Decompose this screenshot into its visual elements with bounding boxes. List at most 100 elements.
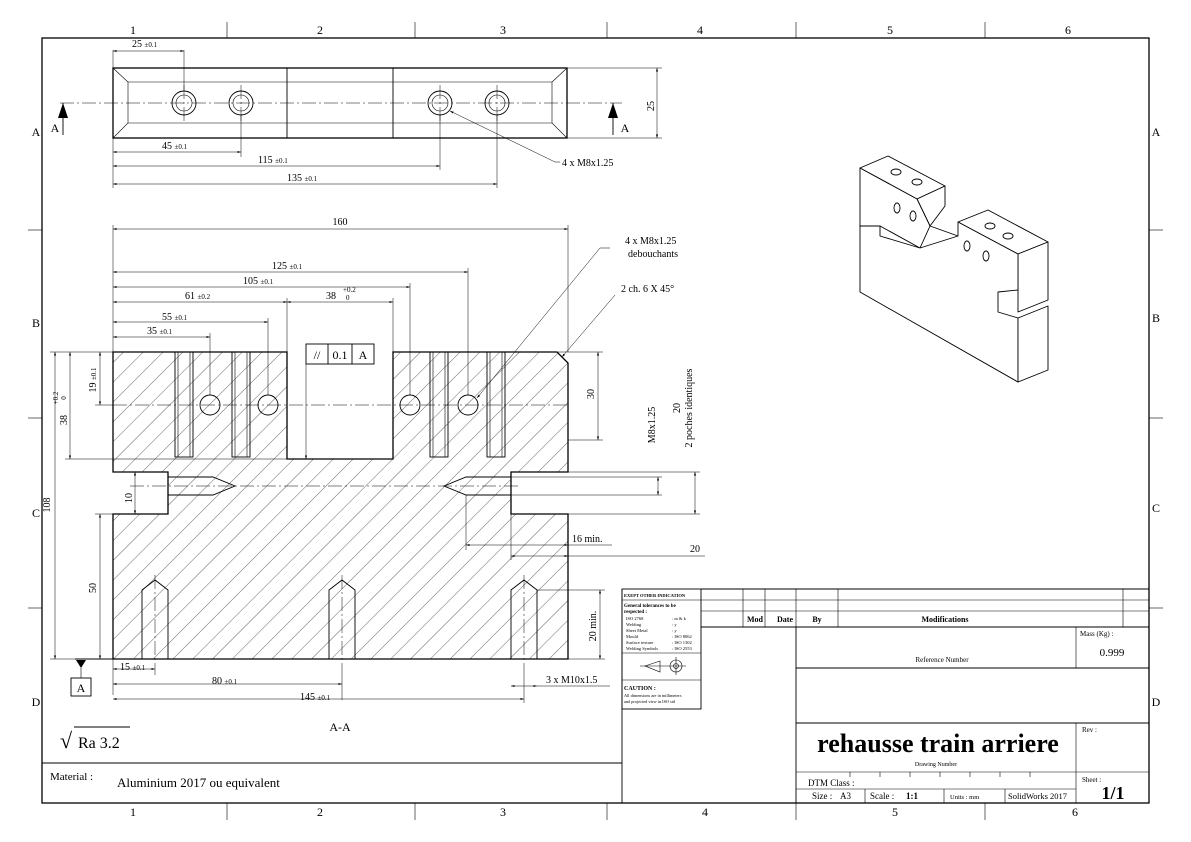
col-label-bottom-2: 2 — [317, 805, 323, 819]
section-left-dimensions: 108 38 +0.2 0 19 ±0.1 10 50 — [42, 351, 287, 660]
reference-number-label: Reference Number — [915, 656, 969, 664]
dim-30: 30 — [586, 389, 597, 399]
dim-125: 125 ±0.1 — [272, 261, 303, 272]
roughness-check-icon: √ — [60, 728, 73, 753]
col-label-bottom-5: 5 — [892, 805, 898, 819]
col-label-top-3: 3 — [500, 23, 506, 37]
dim-115: 115 ±0.1 — [258, 155, 288, 166]
dim-16-min: 16 min. — [572, 534, 603, 545]
dim-38-tol-upper: +0.2 — [343, 286, 356, 294]
zone-labels: 1 2 3 4 5 6 1 2 3 4 5 6 A B C D A B C D — [32, 23, 1161, 819]
col-label-top-5: 5 — [887, 23, 893, 37]
row-label-right-d: D — [1152, 695, 1161, 709]
caution-title: CAUTION : — [624, 686, 656, 692]
dim-108: 108 — [42, 498, 53, 513]
dim-38-vertical: 38 — [59, 415, 70, 425]
date-column-header: Date — [777, 615, 793, 624]
tolerance-value: 0.1 — [333, 348, 348, 362]
note-row-label: Welding Symbols — [626, 646, 658, 651]
top-view: A A 25 ±0.1 45 ±0.1 115 ±0.1 135 ±0.1 25… — [51, 39, 662, 188]
caution-line-2: and projected view in ISO std — [624, 699, 676, 704]
roughness-symbol: √ Ra 3.2 — [60, 726, 130, 753]
note-row-label: Welding — [626, 622, 642, 627]
sheet-label: Sheet : — [1082, 776, 1101, 784]
note-row-value: : ISO 1302 — [672, 640, 692, 645]
bottom-tapped-holes — [141, 575, 538, 665]
mod-column-header: Mod — [747, 615, 764, 624]
dim-38: 38 — [326, 291, 336, 302]
section-arrow-label-right: A — [621, 121, 630, 135]
row-label-left-b: B — [32, 316, 40, 330]
material-value: Aluminium 2017 ou equivalent — [117, 775, 280, 790]
rev-label: Rev : — [1082, 726, 1097, 734]
dim-38-vertical-tol-lower: 0 — [60, 396, 68, 400]
units-label: Units : mm — [950, 794, 979, 801]
inner-border — [41, 37, 1150, 804]
mass-value: 0.999 — [1100, 647, 1125, 659]
dim-160: 160 — [333, 217, 348, 228]
note-row-value: : y — [672, 622, 677, 627]
isometric-view — [859, 155, 1049, 383]
tolerance-datum: A — [359, 348, 368, 362]
row-label-right-b: B — [1152, 311, 1160, 325]
dim-145: 145 ±0.1 — [300, 692, 331, 703]
dim-80: 80 ±0.1 — [212, 676, 238, 687]
thread-note-line-1: 4 x M8x1.25 — [625, 236, 676, 247]
roughness-value: Ra 3.2 — [78, 735, 120, 752]
chamfer-note: 2 ch. 6 X 45° — [621, 284, 674, 295]
note-row-label: ISO 2768 — [626, 616, 644, 621]
thread-note-line-2: debouchants — [628, 249, 678, 260]
sheet-frame — [28, 22, 1163, 820]
dim-25-top: 25 ±0.1 — [132, 39, 158, 50]
dim-61: 61 ±0.2 — [185, 291, 211, 302]
top-tapped-holes — [174, 351, 506, 458]
row-label-right-c: C — [1152, 501, 1160, 515]
mass-label: Mass (Kg) : — [1080, 630, 1113, 638]
dim-19: 19 ±0.1 — [88, 367, 99, 393]
title-block: Mod Date By Modifications Mass (Kg) : 0.… — [621, 588, 1149, 803]
note-row-label: Sheet Metal — [626, 628, 648, 633]
note-row-value: : y — [672, 628, 677, 633]
software-label: SolidWorks 2017 — [1008, 791, 1067, 801]
dim-50: 50 — [88, 583, 99, 593]
dim-45: 45 ±0.1 — [162, 141, 188, 152]
col-label-top-1: 1 — [130, 23, 136, 37]
drawing-number-label: Drawing Number — [915, 762, 957, 768]
note-row-label: Surface texture — [626, 640, 653, 645]
drawing-title: rehausse train arriere — [817, 729, 1059, 758]
notes-line-2: respected : — [624, 610, 647, 615]
modifications-column-header: Modifications — [921, 615, 968, 624]
note-row-value: : ISO 8062 — [672, 634, 692, 639]
dtm-class-label: DTM Class : — [808, 778, 855, 788]
note-row-label: Mould — [626, 634, 639, 639]
sheet-value: 1/1 — [1101, 783, 1124, 803]
parallelism-tolerance-frame: // 0.1 A — [304, 343, 375, 459]
dim-m8: M8x1.25 — [647, 407, 658, 443]
col-label-top-4: 4 — [697, 23, 703, 37]
col-label-bottom-1: 1 — [130, 805, 136, 819]
section-hatched-body — [112, 351, 569, 660]
dim-55: 55 ±0.1 — [162, 312, 188, 323]
section-view: // 0.1 A 160 125 ±0.1 105 ±0.1 61 ±0.2 3… — [42, 217, 705, 734]
projection-symbol-icon — [640, 657, 686, 675]
top-thread-callout: 4 x M8x1.25 — [562, 158, 613, 169]
dim-height-25: 25 — [646, 101, 657, 111]
pockets-note: 2 poches identiques — [684, 368, 695, 447]
dim-m10: 3 x M10x1.5 — [546, 675, 597, 686]
col-label-bottom-3: 3 — [500, 805, 506, 819]
tolerance-symbol: // — [314, 348, 321, 362]
notes-title: EXEPT OTHER INDICATION — [624, 593, 686, 598]
dim-135: 135 ±0.1 — [287, 173, 318, 184]
notes-line-1: General tolerances to be — [624, 604, 677, 609]
note-row-value: : m & k — [672, 616, 687, 621]
by-column-header: By — [812, 615, 821, 624]
col-label-bottom-4: 4 — [702, 805, 708, 819]
note-row-value: : ISO 2553 — [672, 646, 693, 651]
section-title: A-A — [329, 720, 351, 734]
dim-15: 15 ±0.1 — [120, 662, 146, 673]
size-label: Size : — [812, 791, 832, 801]
general-notes-box: EXEPT OTHER INDICATION General tolerance… — [621, 588, 702, 710]
col-label-top-2: 2 — [317, 23, 323, 37]
scale-label: Scale : — [870, 791, 894, 801]
